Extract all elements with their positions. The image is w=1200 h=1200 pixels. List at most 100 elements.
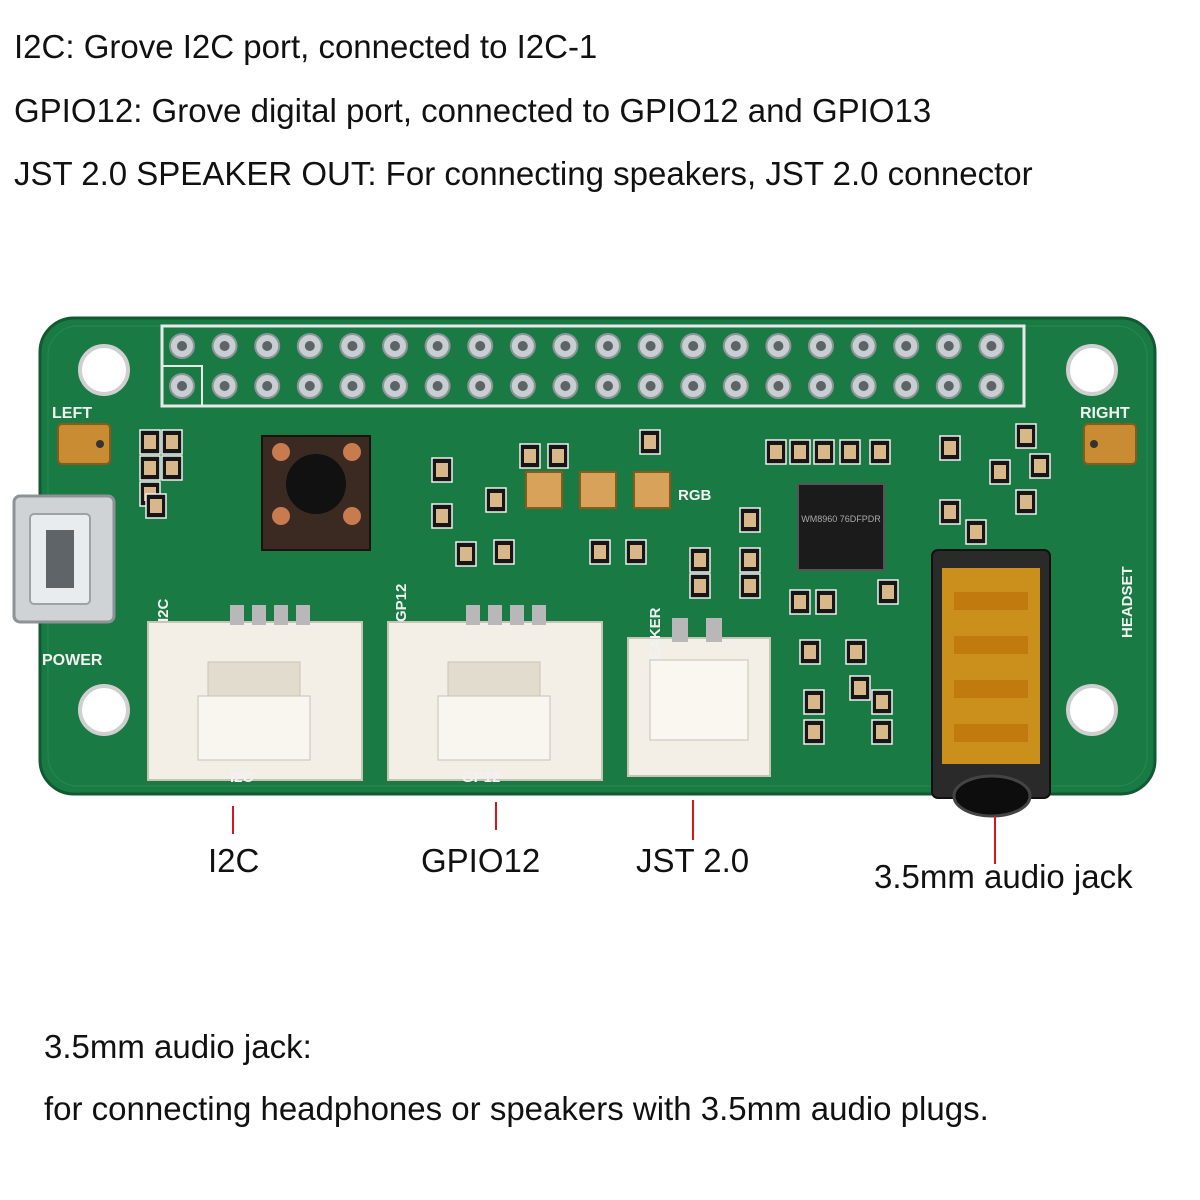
header-pin-hole [432, 381, 443, 391]
smd-component-body [944, 441, 956, 455]
smd-component-body [630, 545, 642, 559]
silk-right: RIGHT [1080, 405, 1130, 422]
grove-i2c-connector [147, 605, 363, 781]
header-pin-hole [603, 381, 613, 391]
mounting-holes [78, 344, 1118, 736]
header-pin-hole [858, 341, 869, 351]
smd-component-body [876, 695, 888, 709]
smd-component-body [436, 509, 448, 523]
smd-component-body [944, 505, 956, 519]
smd-component-body [850, 645, 862, 659]
smd-component-body [804, 645, 816, 659]
header-pin-hole [560, 381, 571, 391]
callout-i2c: I2C [208, 842, 260, 879]
left-mic [57, 423, 111, 465]
header-pin-hole [347, 381, 358, 391]
silk-power: POWER [42, 652, 103, 669]
header-pin-hole [517, 381, 528, 391]
smd-component-body [150, 499, 162, 513]
note-body: for connecting headphones or speakers wi… [44, 1090, 989, 1127]
smd-components [139, 423, 1051, 745]
callout-audio-jack: 3.5mm audio jack [874, 858, 1133, 895]
smd-component-body [770, 445, 782, 459]
smd-component-body [166, 435, 178, 449]
audio-jack [931, 549, 1051, 818]
silk-rgb: RGB [678, 487, 712, 504]
smd-component-body [744, 553, 756, 567]
smd-component-body [436, 463, 448, 477]
smd-component-body [794, 595, 806, 609]
smd-component-body [144, 435, 156, 449]
smd-component-body [874, 445, 886, 459]
header-pin-hole [219, 381, 230, 391]
grove-gpio12-connector [387, 605, 603, 781]
gpio-header-pins [169, 333, 1005, 399]
header-pin-hole [390, 381, 400, 391]
header-pin-hole [304, 381, 315, 391]
smd-component-body [498, 545, 510, 559]
smd-component-body [694, 553, 706, 567]
header-pin-hole [475, 381, 486, 391]
silk-gp12-side: GP12 [393, 584, 410, 622]
svg-text:WM8960 76DFPDR: WM8960 76DFPDR [801, 514, 881, 524]
smd-component-body [970, 525, 982, 539]
smd-component-body [808, 695, 820, 709]
silk-headset: HEADSET [1119, 566, 1136, 638]
header-pin-hole [177, 381, 187, 391]
description-jst-speaker: JST 2.0 SPEAKER OUT: For connecting spea… [14, 155, 1033, 192]
header-pin-hole [603, 341, 613, 351]
smd-component-body [882, 585, 894, 599]
callout-gpio12: GPIO12 [421, 842, 541, 879]
header-pin-hole [645, 341, 656, 351]
header-pin-hole [432, 341, 443, 351]
header-pin-hole [730, 381, 741, 391]
header-pin-hole [688, 381, 699, 391]
smd-component-body [594, 545, 606, 559]
header-pin-hole [177, 341, 187, 351]
header-pin-hole [816, 341, 826, 351]
smd-component-body [552, 449, 564, 463]
smd-component-body [854, 681, 866, 695]
rgb-leds [525, 471, 671, 509]
smd-component-body [808, 725, 820, 739]
header-pin-hole [645, 381, 656, 391]
header-pin-hole [858, 381, 869, 391]
smd-component-body [818, 445, 830, 459]
header-pin-hole [943, 381, 954, 391]
header-pin-hole [262, 381, 273, 391]
smd-component-body [744, 513, 756, 527]
header-pin-hole [347, 341, 358, 351]
smd-component-body [820, 595, 832, 609]
header-pin-hole [219, 341, 230, 351]
smd-component-body [490, 493, 502, 507]
header-pin-hole [730, 341, 741, 351]
smd-component-body [644, 435, 656, 449]
header-pin-hole [901, 381, 912, 391]
silk-gp12-bottom: GP12 [462, 769, 500, 786]
description-i2c: I2C: Grove I2C port, connected to I2C-1 [14, 28, 598, 65]
smd-component-body [876, 725, 888, 739]
header-pin-hole [560, 341, 571, 351]
header-pin-hole [986, 381, 997, 391]
header-pin-hole [901, 341, 912, 351]
smd-component-body [844, 445, 856, 459]
header-pin-hole [816, 381, 826, 391]
smd-component-body [1034, 459, 1046, 473]
micro-usb-port [12, 494, 116, 624]
smd-component-body [1020, 495, 1032, 509]
audio-codec-chip: WM8960 76DFPDR [797, 483, 885, 571]
header-pin-hole [475, 341, 486, 351]
note-title: 3.5mm audio jack: [44, 1028, 312, 1065]
smd-component-body [524, 449, 536, 463]
smd-component-body [460, 547, 472, 561]
smd-component-body [144, 461, 156, 475]
jst-speaker-connector [627, 618, 771, 777]
smd-component-body [694, 579, 706, 593]
right-mic [1083, 423, 1137, 465]
smd-component-body [994, 465, 1006, 479]
silk-i2c-bottom: I2C [230, 769, 254, 786]
tactile-button [261, 435, 371, 551]
header-pin-hole [304, 341, 315, 351]
header-pin-hole [688, 341, 699, 351]
